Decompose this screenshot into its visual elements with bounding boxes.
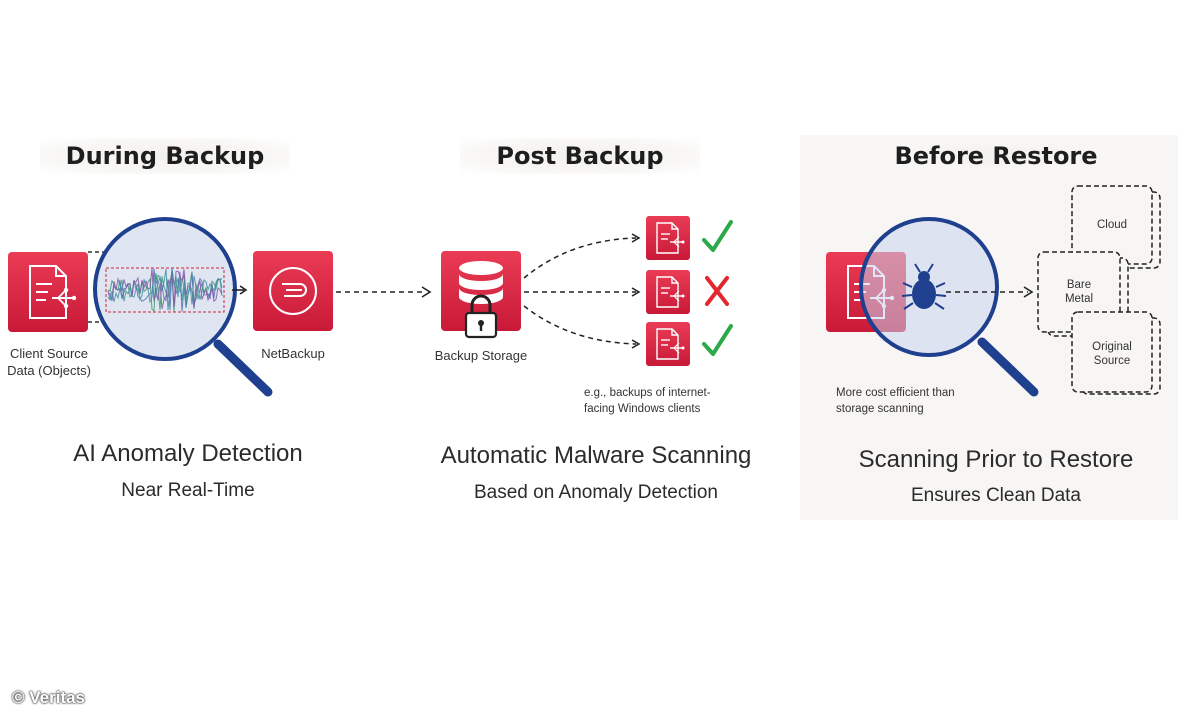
lock-icon [464,294,498,339]
note-line-2: storage scanning [836,403,924,415]
waveform-trace [107,268,223,311]
subcaption-anomaly-detection: Based on Anomaly Detection [474,482,718,503]
scanned-backup-icon [645,215,691,261]
label-backup-storage: Backup Storage [434,348,528,363]
caption-malware-scanning: Automatic Malware Scanning [440,442,752,469]
arrow-head [631,233,641,243]
checkmark-icon [702,324,733,356]
target-original-source-label-1: Original [1092,341,1132,353]
waveform-trace [107,268,223,310]
arrow-head [631,339,641,349]
label-netbackup: NetBackup [261,346,325,361]
x-mark-icon [705,276,729,306]
copyright-credit: © Veritas [12,688,86,707]
bug-icon [901,263,947,310]
dashed-arrow [523,237,637,279]
label-client-source-2: Data (Objects) [7,363,91,378]
anomaly-waveform [107,268,223,312]
document-icon [7,251,89,333]
scanned-backup-icon [645,269,691,315]
note-line-2: facing Windows clients [584,403,701,415]
caption-scanning-prior-restore: Scanning Prior to Restore [858,446,1134,473]
caption-ai-anomaly-detection: AI Anomaly Detection [73,440,303,467]
heading-post-backup: Post Backup [460,138,700,174]
database-icon [441,251,521,331]
netbackup-icon [253,251,333,331]
arrow-head [421,286,432,298]
heading-before-restore: Before Restore [868,138,1124,174]
arrow-head [631,287,641,297]
target-bare-metal-label-1: Bare [1066,279,1092,291]
label-client-source-1: Client Source [9,346,89,361]
subcaption-near-real-time: Near Real-Time [121,480,255,501]
subcaption-clean-data: Ensures Clean Data [910,485,1082,506]
restore-targets [1037,185,1161,395]
target-bare-metal-label-2: Metal [1064,293,1094,305]
checkmark-icon [702,220,733,252]
target-original-source-label-2: Source [1093,355,1131,367]
dashed-arrow [523,305,637,345]
heading-during-backup: During Backup [40,138,290,174]
arrow-head [239,285,248,295]
note-line-1: More cost efficient than [836,387,955,399]
target-cloud-label: Cloud [1096,219,1128,231]
arrow-head [1023,286,1034,298]
scanned-backup-icon [645,321,691,367]
note-line-1: e.g., backups of internet- [584,387,711,399]
